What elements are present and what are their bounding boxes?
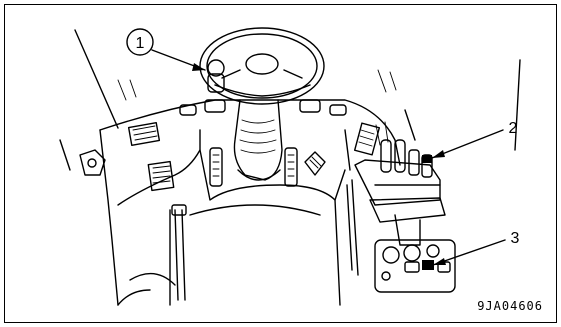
left-side-panel [80, 150, 175, 305]
steering-wheel [200, 28, 324, 104]
svg-text:3: 3 [511, 230, 520, 247]
right-console [347, 140, 455, 292]
figure-code: 9JA04606 [477, 299, 543, 313]
callout-2: 2 [432, 120, 518, 158]
svg-text:2: 2 [509, 120, 518, 137]
steering-column [234, 100, 282, 180]
svg-text:1: 1 [136, 35, 145, 52]
callout-1: 1 [127, 29, 205, 71]
callout-3: 3 [433, 230, 520, 265]
left-lever [172, 205, 186, 300]
